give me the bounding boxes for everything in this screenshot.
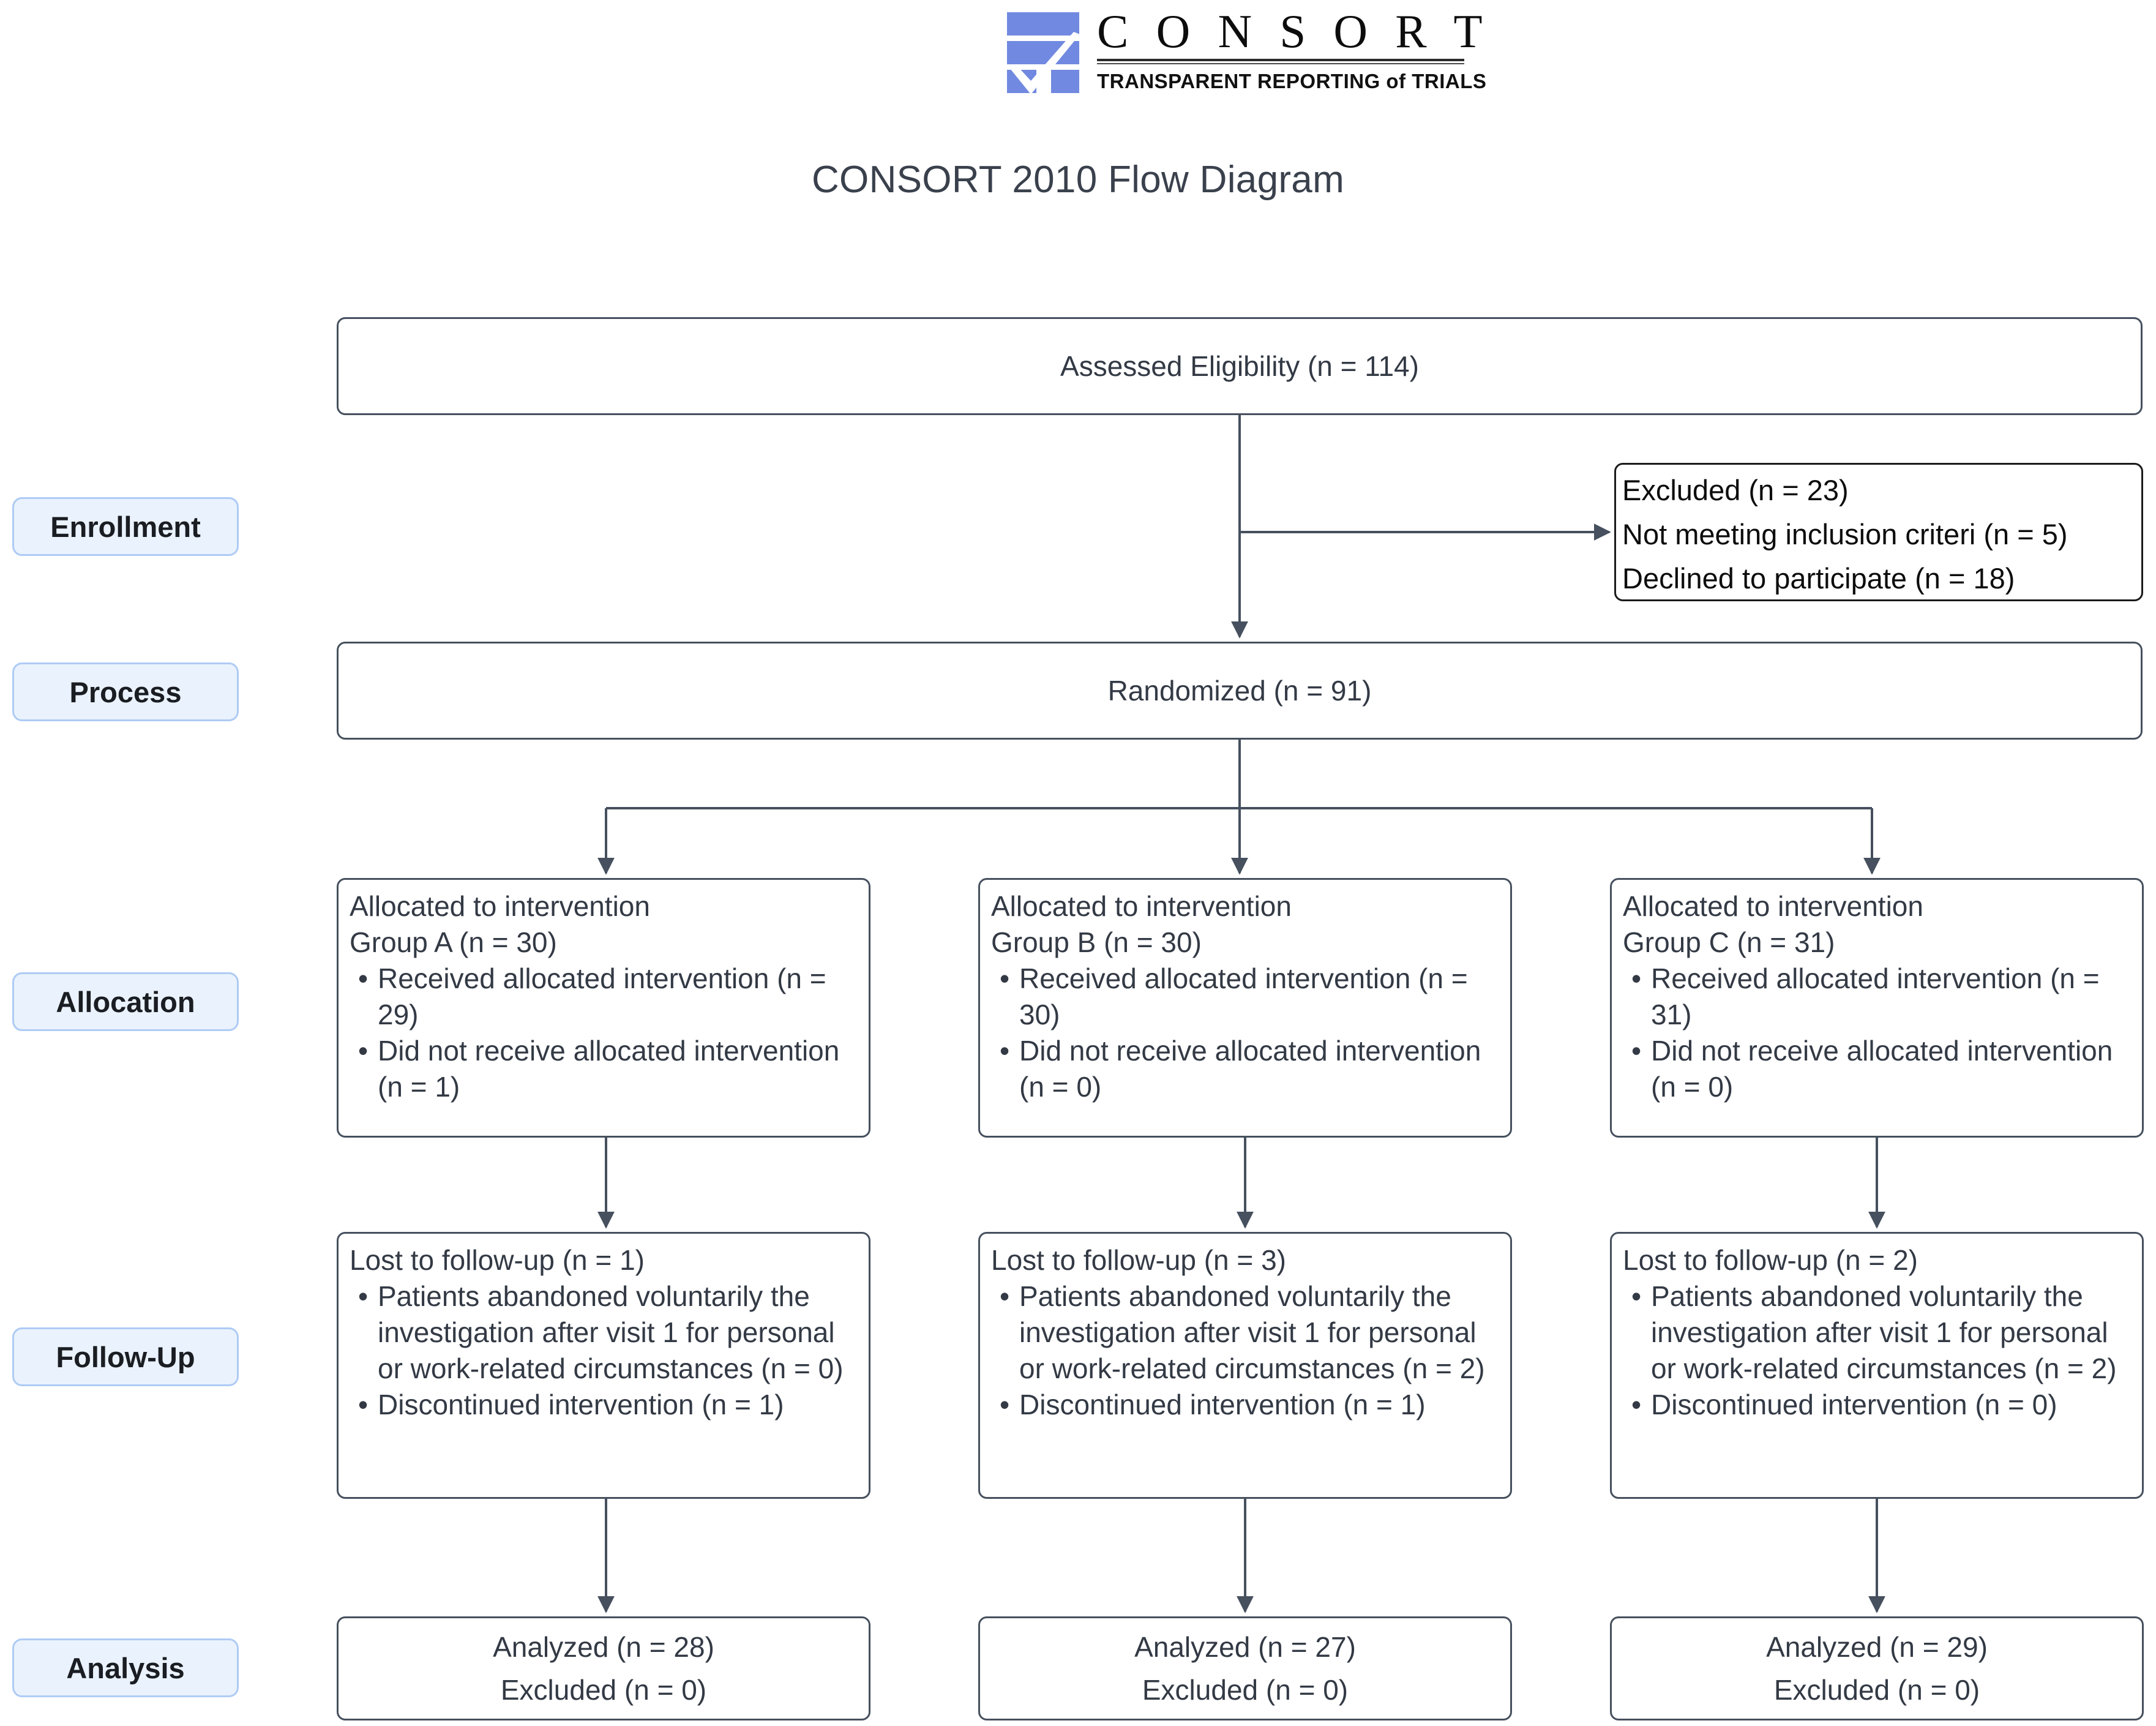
consort-logo-mark-icon [998, 9, 1087, 96]
list-item: Did not receive allocated intervention (… [991, 1033, 1499, 1105]
box-analysis-group-a: Analyzed (n = 28) Excluded (n = 0) [337, 1616, 870, 1720]
logo-consort-text: C O N S O R T [1097, 5, 1491, 58]
excluded-reason: Not meeting inclusion criteri (n = 5) [1622, 518, 2068, 550]
followup-bullet-list: Patients abandoned voluntarily the inves… [991, 1278, 1499, 1423]
logo-bar-bottom-right [1051, 70, 1079, 93]
box-followup-group-a: Lost to follow-up (n = 1) Patients aband… [337, 1232, 870, 1499]
stage-label-allocation: Allocation [12, 972, 239, 1031]
logo-divider-thin [1097, 63, 1464, 64]
list-item: Did not receive allocated intervention (… [1623, 1033, 2131, 1105]
consort-logo: C O N S O R T TRANSPARENT REPORTING of T… [998, 5, 1491, 103]
followup-title: Lost to follow-up (n = 3) [991, 1244, 1286, 1276]
analysis-excluded: Excluded (n = 0) [500, 1674, 707, 1706]
followup-title: Lost to follow-up (n = 1) [350, 1244, 645, 1276]
box-allocation-group-a: Allocated to intervention Group A (n = 3… [337, 878, 870, 1138]
analysis-excluded: Excluded (n = 0) [1773, 1674, 1980, 1706]
logo-divider-thick [1097, 59, 1464, 61]
excluded-header: Excluded (n = 23) [1622, 474, 1849, 506]
box-assessed-eligibility: Assessed Eligibility (n = 114) [337, 317, 2143, 415]
followup-bullet-list: Patients abandoned voluntarily the inves… [1623, 1278, 2131, 1423]
analysis-excluded: Excluded (n = 0) [1142, 1674, 1349, 1706]
allocation-group: Group A (n = 30) [350, 926, 557, 958]
box-followup-group-c: Lost to follow-up (n = 2) Patients aband… [1610, 1232, 2144, 1499]
analysis-analyzed: Analyzed (n = 29) [1766, 1631, 1988, 1663]
list-item: Received allocated intervention (n = 29) [350, 961, 858, 1033]
allocation-group: Group C (n = 31) [1623, 926, 1835, 958]
allocation-title: Allocated to intervention [1623, 890, 1923, 922]
box-followup-group-b: Lost to follow-up (n = 3) Patients aband… [978, 1232, 1512, 1499]
followup-bullet-list: Patients abandoned voluntarily the inves… [350, 1278, 858, 1423]
stage-label-analysis: Analysis [12, 1638, 239, 1697]
followup-title: Lost to follow-up (n = 2) [1623, 1244, 1918, 1276]
allocation-title: Allocated to intervention [350, 890, 650, 922]
list-item: Patients abandoned voluntarily the inves… [1623, 1278, 2131, 1387]
allocation-group: Group B (n = 30) [991, 926, 1202, 958]
box-randomized: Randomized (n = 91) [337, 642, 2143, 740]
list-item: Patients abandoned voluntarily the inves… [991, 1278, 1499, 1387]
page-title: CONSORT 2010 Flow Diagram [811, 159, 1345, 201]
list-item: Discontinued intervention (n = 0) [1623, 1387, 2131, 1423]
box-allocation-group-c: Allocated to intervention Group C (n = 3… [1610, 878, 2144, 1138]
checkmark-icon [1010, 32, 1080, 94]
box-excluded: Excluded (n = 23) Not meeting inclusion … [1614, 463, 2143, 601]
box-allocation-group-b: Allocated to intervention Group B (n = 3… [978, 878, 1512, 1138]
list-item: Received allocated intervention (n = 31) [1623, 961, 2131, 1033]
box-analysis-group-c: Analyzed (n = 29) Excluded (n = 0) [1610, 1616, 2144, 1720]
consort-wordmark: C O N S O R T TRANSPARENT REPORTING of T… [1097, 5, 1491, 93]
allocation-bullet-list: Received allocated intervention (n = 31)… [1623, 961, 2131, 1105]
stage-label-enrollment: Enrollment [12, 497, 239, 556]
excluded-reason: Declined to participate (n = 18) [1622, 562, 2015, 595]
analysis-analyzed: Analyzed (n = 28) [493, 1631, 714, 1663]
list-item: Discontinued intervention (n = 1) [991, 1387, 1499, 1423]
stage-label-process: Process [12, 662, 239, 721]
analysis-analyzed: Analyzed (n = 27) [1134, 1631, 1356, 1663]
list-item: Did not receive allocated intervention (… [350, 1033, 858, 1105]
allocation-title: Allocated to intervention [991, 890, 1292, 922]
logo-tagline-text: TRANSPARENT REPORTING of TRIALS [1097, 70, 1487, 92]
box-analysis-group-b: Analyzed (n = 27) Excluded (n = 0) [978, 1616, 1512, 1720]
stage-label-followup: Follow-Up [12, 1327, 239, 1386]
list-item: Received allocated intervention (n = 30) [991, 961, 1499, 1033]
list-item: Patients abandoned voluntarily the inves… [350, 1278, 858, 1387]
allocation-bullet-list: Received allocated intervention (n = 29)… [350, 961, 858, 1105]
allocation-bullet-list: Received allocated intervention (n = 30)… [991, 961, 1499, 1105]
logo-bar-top [1007, 12, 1079, 36]
list-item: Discontinued intervention (n = 1) [350, 1387, 858, 1423]
